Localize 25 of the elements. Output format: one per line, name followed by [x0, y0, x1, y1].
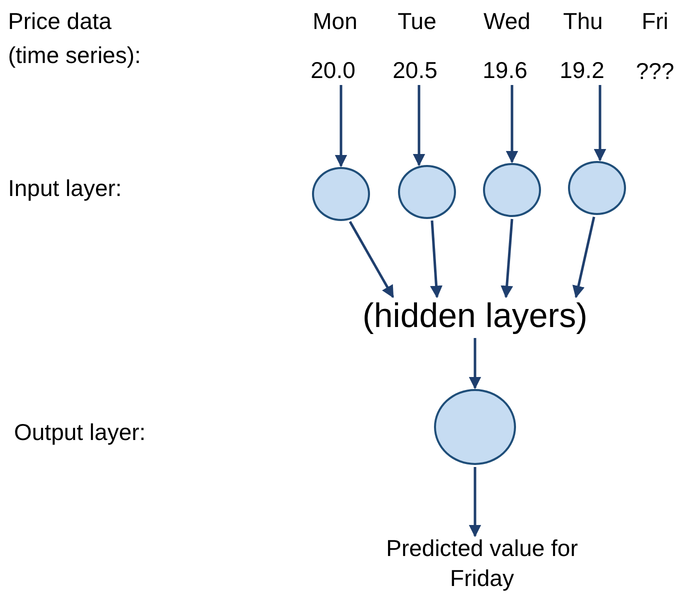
text-label: Tue — [396, 7, 438, 36]
arrow — [506, 85, 518, 164]
value-label: 20.5 — [380, 55, 450, 85]
layer-label: (hidden layers) — [340, 294, 610, 338]
text-label: Thu — [562, 7, 604, 36]
text-label: Wed — [482, 7, 532, 36]
arrow — [430, 220, 442, 298]
text-label: Output layer: — [14, 418, 146, 447]
text-label: ??? — [634, 57, 676, 86]
value-label: 19.6 — [470, 55, 540, 85]
text-label: Mon — [312, 7, 358, 36]
arrow — [334, 85, 348, 168]
text-label: Input layer: — [8, 174, 122, 203]
arrow — [348, 221, 394, 298]
arrow — [594, 85, 606, 162]
value-label: 19.2 — [547, 55, 617, 85]
arrow — [468, 467, 482, 538]
arrow — [572, 216, 596, 298]
arrow — [500, 218, 514, 298]
text-label: Fri — [640, 7, 670, 36]
arrow — [468, 338, 482, 390]
arrow — [412, 85, 426, 166]
value-label: Predicted value for Friday — [382, 533, 582, 593]
value-label: 20.0 — [298, 55, 368, 85]
text-label: Price data (time series): — [8, 7, 142, 70]
